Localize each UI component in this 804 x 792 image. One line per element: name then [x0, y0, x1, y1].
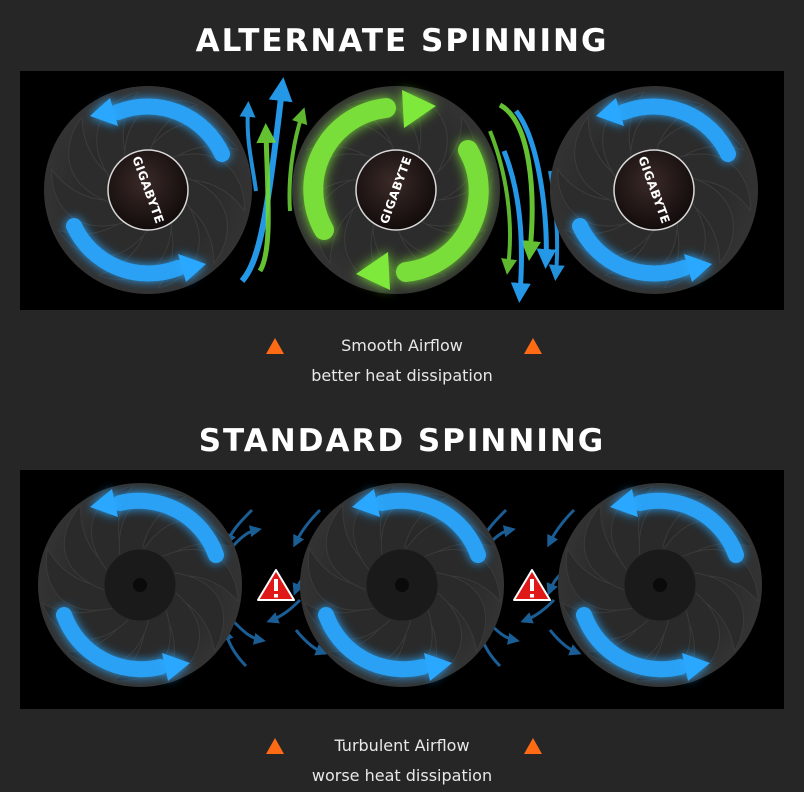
- fan-left: [38, 483, 242, 687]
- rotation-arrow-icon: [318, 492, 486, 678]
- standard-spinning-title: STANDARD SPINNING: [198, 423, 606, 459]
- rotation-arrow-icon: [576, 492, 744, 678]
- fan-left: GIGABYTE: [44, 86, 252, 294]
- rotation-arrow-icon: [66, 98, 230, 282]
- standard-spinning-svg: [38, 483, 762, 687]
- alternate-spinning-svg: GIGABYTE: [44, 77, 758, 303]
- alternate-caption-subtitle: better heat dissipation: [311, 366, 493, 385]
- standard-caption-title: Turbulent Airflow: [334, 736, 470, 755]
- standard-spinning-diagram: [20, 470, 784, 709]
- rotation-arrow-icon: [572, 98, 736, 282]
- airflow-streams: [239, 77, 565, 303]
- alternate-spinning-diagram: GIGABYTE: [20, 71, 784, 310]
- warning-triangle-icon: [266, 738, 284, 754]
- warning-triangle-icon: [524, 338, 542, 354]
- alternate-caption-title: Smooth Airflow: [341, 336, 463, 355]
- alert-exclamation-icon: [513, 569, 551, 601]
- alternate-spinning-title: ALTERNATE SPINNING: [195, 23, 609, 59]
- rotation-arrow-icon: [303, 98, 489, 282]
- standard-caption-subtitle: worse heat dissipation: [311, 766, 493, 785]
- fan-middle: GIGABYTE: [292, 86, 500, 294]
- warning-triangle-icon: [524, 738, 542, 754]
- fan-right: GIGABYTE: [550, 86, 758, 294]
- fan-right: [558, 483, 762, 687]
- warning-triangle-icon: [266, 338, 284, 354]
- rotation-arrow-icon: [56, 492, 224, 678]
- fan-middle: [300, 483, 504, 687]
- alert-exclamation-icon: [257, 569, 295, 601]
